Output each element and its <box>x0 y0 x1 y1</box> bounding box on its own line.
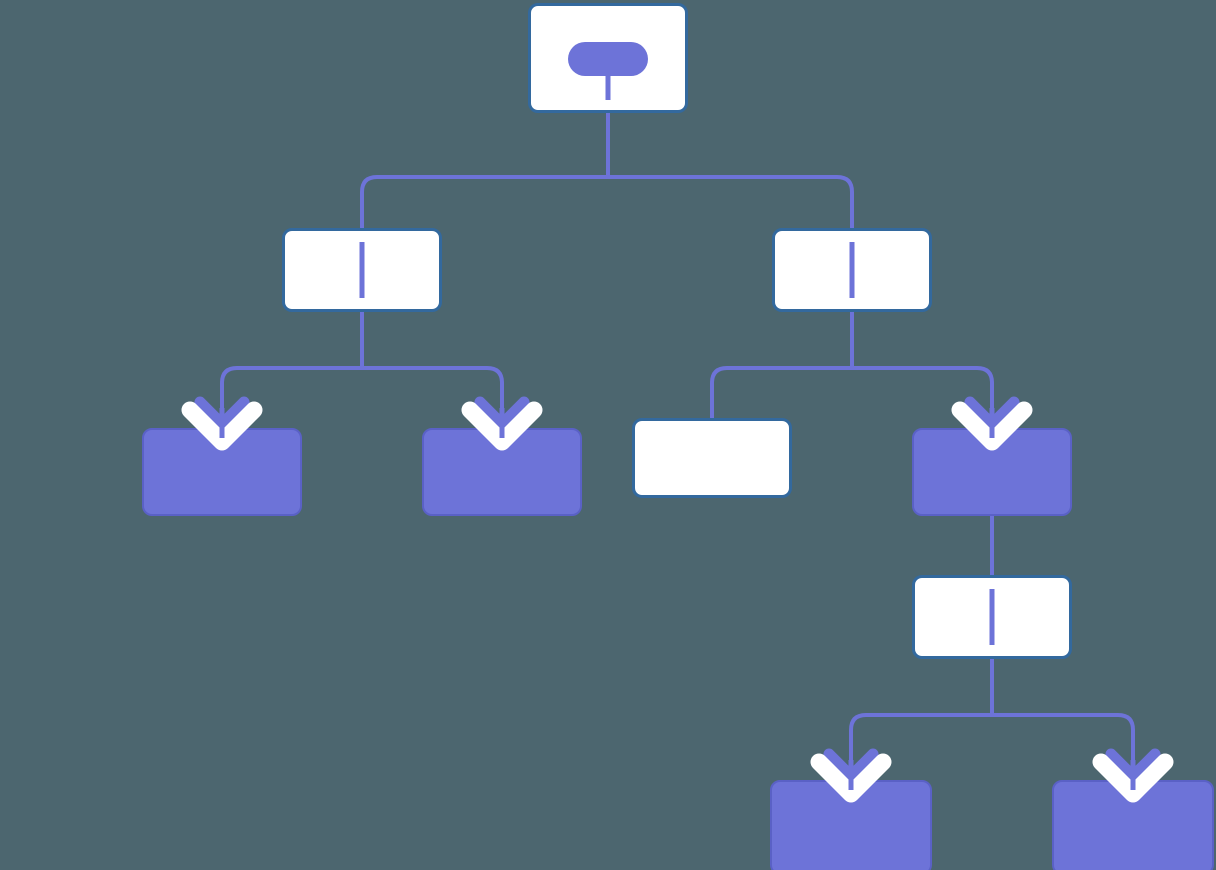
right-plain-node[interactable] <box>632 418 792 498</box>
right-sub-node[interactable] <box>912 575 1072 659</box>
root-pill-shape <box>568 42 648 76</box>
left-leaf-two[interactable] <box>422 428 582 516</box>
right-branch-node[interactable] <box>772 228 932 312</box>
bottom-leaf-left[interactable] <box>770 780 932 870</box>
left-leaf-one[interactable] <box>142 428 302 516</box>
right-purple-node[interactable] <box>912 428 1072 516</box>
root-node[interactable] <box>528 3 688 113</box>
bottom-leaf-right[interactable] <box>1052 780 1214 870</box>
left-branch-node[interactable] <box>282 228 442 312</box>
